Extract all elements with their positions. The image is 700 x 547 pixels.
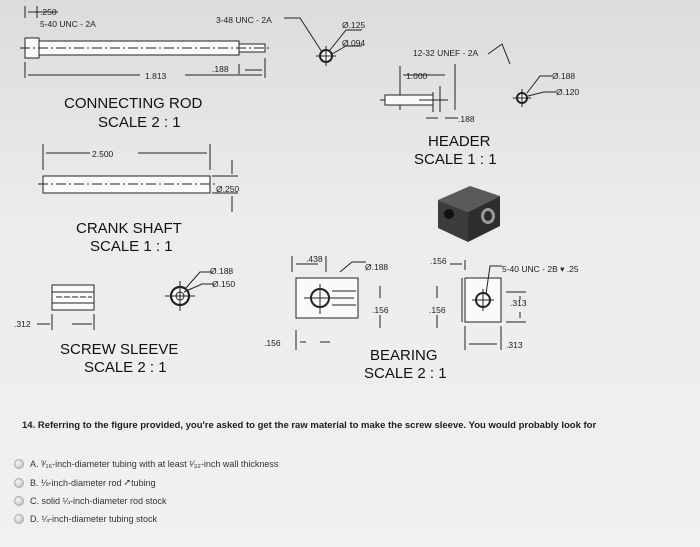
cr-dim-188: .188 — [212, 64, 229, 74]
bearing-dim-156-left: .156 — [264, 338, 281, 348]
cs-dim-2500: 2.500 — [92, 149, 114, 159]
radio-d[interactable] — [14, 514, 24, 524]
header-dim-1000: 1.000 — [406, 71, 428, 81]
header-dia-120: Ø.120 — [556, 87, 579, 97]
ss-title: SCREW SLEEVE — [60, 341, 178, 358]
mouse-cursor-icon: ➚ — [123, 477, 132, 487]
cs-scale: SCALE 1 : 1 — [90, 238, 173, 255]
bearing-drawing — [291, 256, 526, 350]
cs-dia-250: Ø.250 — [216, 184, 239, 194]
header-thread: 12-32 UNEF - 2A — [413, 48, 479, 58]
option-b[interactable]: B. ⅛-inch-diameter rod ➚ tubing — [14, 477, 156, 488]
radio-c[interactable] — [14, 496, 24, 506]
screw-sleeve-drawing — [37, 271, 214, 330]
bearing-dim-438: .438 — [306, 254, 323, 264]
bearing-thread: 5-40 UNC - 2B ▾ .25 — [502, 264, 579, 274]
technical-drawing: .250 5-40 UNC - 2A 3-48 UNC - 2A Ø.125 Ø… — [14, 6, 579, 382]
ss-scale: SCALE 2 : 1 — [84, 359, 167, 376]
bearing-dim-156-a: .156 — [372, 305, 389, 315]
question-text: 14. Referring to the figure provided, yo… — [22, 420, 597, 431]
option-c[interactable]: C. solid ¼-inch-diameter rod stock — [14, 496, 167, 506]
crank-shaft-drawing — [38, 144, 238, 212]
header-title: HEADER — [428, 133, 491, 150]
bearing-dia-188: Ø.188 — [365, 262, 388, 272]
option-d[interactable]: D. ¼-inch-diameter tubing stock — [14, 514, 157, 524]
cr-dia-094: Ø.094 — [342, 38, 365, 48]
bearing-title: BEARING — [370, 347, 438, 364]
ss-dia-188: Ø.188 — [210, 266, 233, 276]
header-dia-188: Ø.188 — [552, 71, 575, 81]
radio-a[interactable] — [14, 459, 24, 469]
bearing-scale: SCALE 2 : 1 — [364, 365, 447, 382]
cr-dim-1813: 1.813 — [145, 71, 167, 81]
bearing-dim-313-a: .313 — [510, 298, 527, 308]
option-c-label: C. solid ¼-inch-diameter rod stock — [30, 496, 167, 506]
quiz-section: 14. Referring to the figure provided, yo… — [0, 412, 700, 547]
cr-thread-left: 5-40 UNC - 2A — [40, 19, 96, 29]
cr-dim-250: .250 — [40, 7, 57, 17]
cr-thread-right: 3-48 UNC - 2A — [216, 15, 272, 25]
cs-title: CRANK SHAFT — [76, 220, 182, 237]
option-a[interactable]: A. ³⁄₁₆-inch-diameter tubing with at lea… — [14, 459, 278, 469]
option-a-label: A. ³⁄₁₆-inch-diameter tubing with at lea… — [30, 459, 279, 469]
header-dim-188: .188 — [458, 114, 475, 124]
ss-dim-312: .312 — [14, 319, 31, 329]
option-b-suffix: tubing — [131, 477, 156, 488]
bearing-dim-313-b: .313 — [506, 340, 523, 350]
cr-scale: SCALE 2 : 1 — [98, 114, 181, 131]
option-b-label: B. ⅛-inch-diameter rod — [30, 477, 122, 488]
radio-b[interactable] — [14, 477, 24, 488]
connecting-rod-drawing — [20, 6, 362, 78]
ss-dia-150: Ø.150 — [212, 279, 235, 289]
bearing-dim-156-top: .156 — [430, 256, 447, 266]
isometric-block — [438, 186, 500, 242]
bearing-dim-156-b: .156 — [429, 305, 446, 315]
header-scale: SCALE 1 : 1 — [414, 151, 497, 168]
header-drawing — [380, 43, 556, 119]
cr-title: CONNECTING ROD — [64, 95, 203, 112]
option-d-label: D. ¼-inch-diameter tubing stock — [30, 514, 158, 524]
cr-dia-125: Ø.125 — [342, 20, 365, 30]
